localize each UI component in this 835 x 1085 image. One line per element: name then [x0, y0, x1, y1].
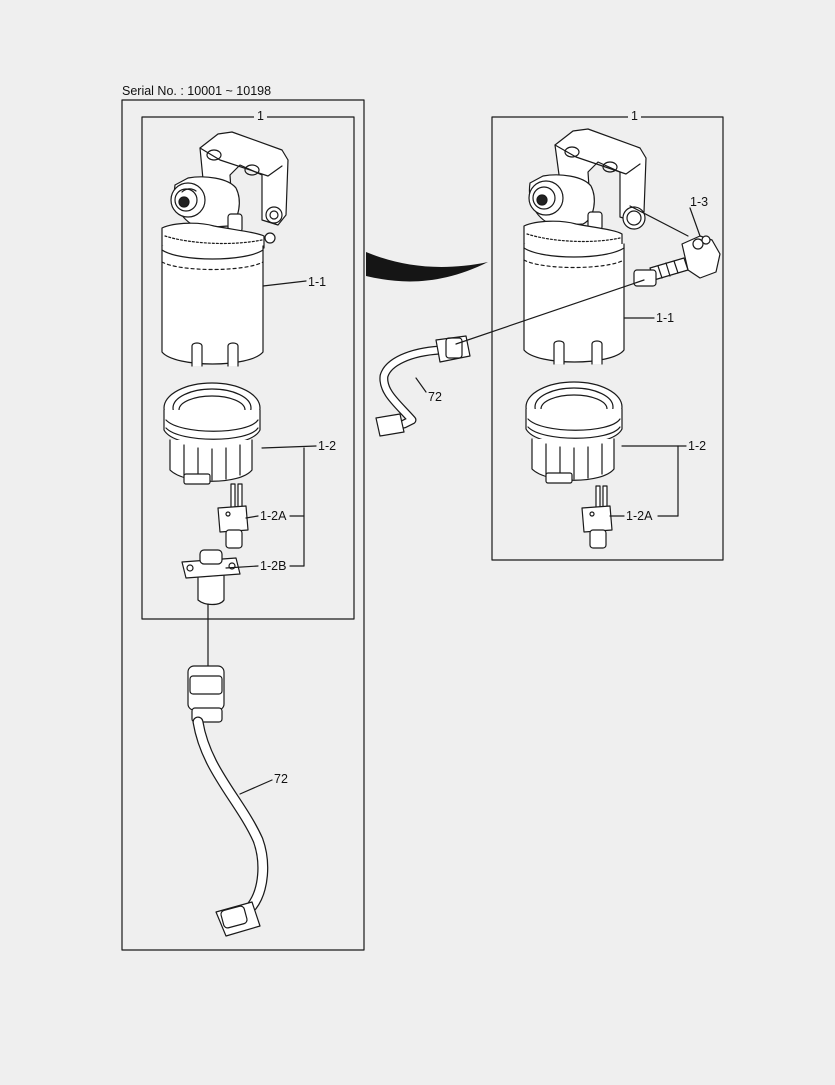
right-frame: [491, 116, 724, 561]
right-filter-head: [523, 128, 647, 254]
left-filter-canister: [161, 245, 264, 367]
left-filter-head: [161, 131, 289, 256]
right-wire-harness: [375, 335, 471, 437]
right-sensor-1-2a: [581, 485, 613, 549]
left-label-1-2: 1-2: [318, 439, 337, 453]
left-label-1-2a: 1-2A: [260, 509, 287, 523]
right-fitting-1-3: [633, 235, 721, 287]
right-label-72: 72: [428, 390, 442, 404]
right-label-1-1: 1-1: [656, 311, 675, 325]
left-sensor-1-2b: [181, 549, 241, 606]
right-filter-canister: [523, 243, 625, 365]
right-assembly-label: 1: [628, 110, 641, 123]
right-leader-lines: [415, 205, 701, 517]
left-wire-harness: [187, 665, 269, 937]
right-label-1-3: 1-3: [690, 195, 709, 209]
serial-number-label: Serial No. : 10001 ~ 10198: [122, 84, 272, 98]
right-label-1-2a: 1-2A: [626, 509, 653, 523]
right-label-1-2: 1-2: [688, 439, 707, 453]
left-label-1-1: 1-1: [308, 275, 327, 289]
left-label-1-2b: 1-2B: [260, 559, 287, 573]
left-filter-bowl: [163, 382, 261, 485]
left-inner-frame: [141, 116, 355, 620]
right-filter-bowl: [525, 381, 623, 484]
left-label-72: 72: [274, 772, 288, 786]
transition-arrow: [366, 252, 488, 282]
left-assembly-label: 1: [254, 110, 267, 123]
left-outer-frame: [121, 99, 365, 951]
left-sensor-1-2a: [217, 483, 249, 549]
